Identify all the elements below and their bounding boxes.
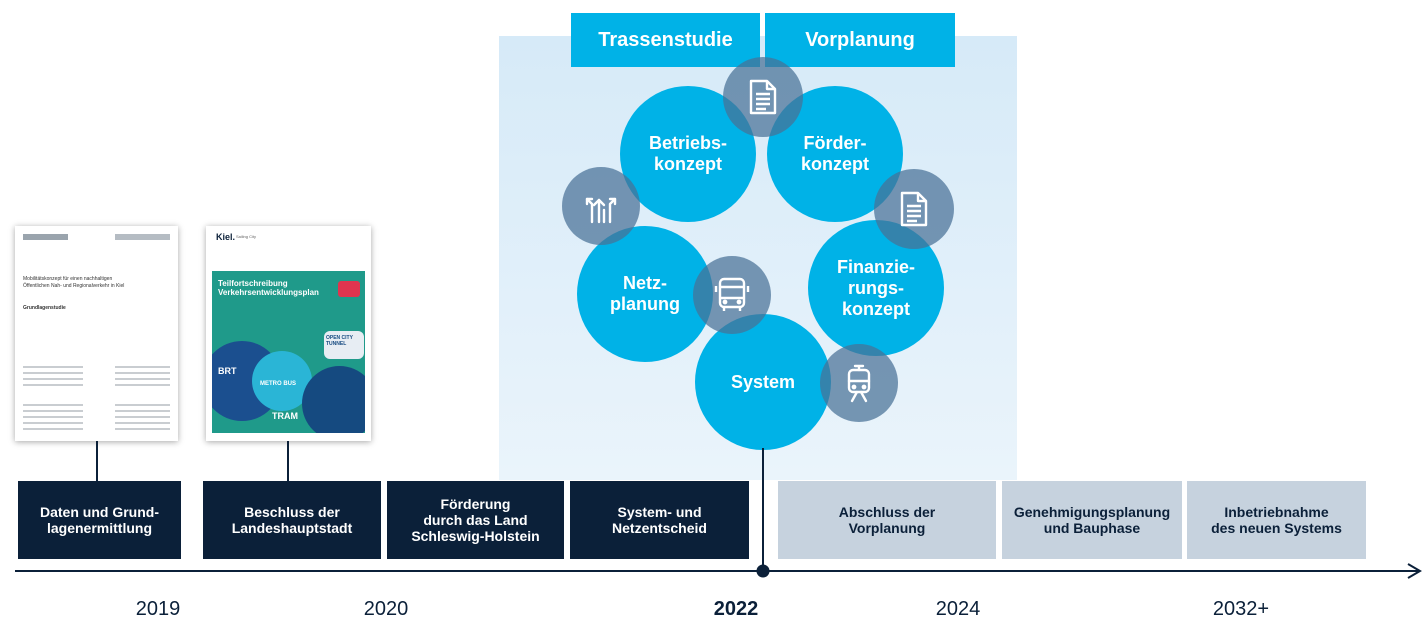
- current-marker: [756, 564, 770, 578]
- document-title: Mobilitätskonzept für einen nachhaltigen…: [23, 276, 125, 289]
- logo: [115, 234, 170, 240]
- badge: [338, 281, 360, 297]
- kiel-logo: Kiel.: [216, 232, 236, 242]
- document-subtitle: Grundlagenstudie: [23, 305, 66, 311]
- milestone-foerderung-land[interactable]: Förderung durch das Land Schleswig-Holst…: [387, 481, 564, 559]
- milestone-beschluss-landeshauptstadt[interactable]: Beschluss der Landeshauptstadt: [203, 481, 381, 559]
- year-label-current: 2022: [713, 598, 759, 620]
- circle-label: konzept: [800, 154, 869, 174]
- circle-label: Betriebs-: [648, 133, 728, 153]
- circle-label: planung: [610, 294, 680, 314]
- text-block: [115, 404, 170, 430]
- text-block: [23, 404, 83, 430]
- circle-label: rungs-: [847, 277, 904, 298]
- circle-label: konzept: [841, 298, 910, 319]
- circle-system[interactable]: System: [695, 314, 831, 450]
- tab-vorplanung[interactable]: Vorplanung: [765, 13, 955, 67]
- circle-netzplanung[interactable]: Netz-planung: [577, 226, 713, 362]
- timeline-axis: [15, 563, 1422, 579]
- cover-label: METRO BUS: [260, 381, 296, 387]
- document-thumbnail-verkehrsentwicklungsplan[interactable]: Kiel. Sailing City Teilfortschreibung Ve…: [206, 226, 371, 441]
- circle-label: Netz-: [623, 273, 667, 293]
- year-label: 2020: [363, 598, 409, 620]
- circle-label: Förder-: [803, 133, 867, 153]
- milestone-daten-grundlagenermittlung[interactable]: Daten und Grund- lagenermittlung: [18, 481, 181, 559]
- connector-line: [287, 441, 289, 481]
- bus-icon: [693, 256, 771, 334]
- milestone-system-netzentscheid[interactable]: System- und Netzentscheid: [570, 481, 749, 559]
- decoration: [324, 331, 364, 359]
- text-block: [115, 366, 170, 388]
- circle-label: Finanzie-: [836, 256, 915, 277]
- document-heading: Teilfortschreibung Verkehrsentwicklungsp…: [218, 279, 319, 297]
- document-cover-art: Teilfortschreibung Verkehrsentwicklungsp…: [212, 271, 365, 433]
- decoration: [302, 366, 365, 433]
- milestone-inbetriebnahme[interactable]: Inbetriebnahme des neuen Systems: [1187, 481, 1366, 559]
- tab-trassenstudie[interactable]: Trassenstudie: [571, 13, 760, 67]
- cover-label: BRT: [218, 366, 237, 376]
- cover-label: TRAM: [272, 411, 298, 421]
- connector-line: [762, 448, 764, 572]
- circle-label: System: [730, 371, 796, 392]
- directions-icon: [562, 167, 640, 245]
- year-label: 2019: [135, 598, 181, 620]
- document-icon: [723, 57, 803, 137]
- milestone-abschluss-vorplanung[interactable]: Abschluss der Vorplanung: [778, 481, 996, 559]
- connector-line: [96, 441, 98, 481]
- year-label: 2032+: [1212, 598, 1270, 620]
- kiel-logo-subtitle: Sailing City: [236, 234, 257, 239]
- year-label: 2024: [935, 598, 981, 620]
- tram-icon: [820, 344, 898, 422]
- circle-label: konzept: [653, 154, 722, 174]
- cover-label: OPEN CITY TUNNEL: [326, 335, 353, 347]
- milestone-genehmigungsplanung[interactable]: Genehmigungsplanung und Bauphase: [1002, 481, 1182, 559]
- logo: [23, 234, 68, 240]
- text-block: [23, 366, 83, 388]
- document-icon: [874, 169, 954, 249]
- document-thumbnail-grundlagenstudie[interactable]: Mobilitätskonzept für einen nachhaltigen…: [15, 226, 178, 441]
